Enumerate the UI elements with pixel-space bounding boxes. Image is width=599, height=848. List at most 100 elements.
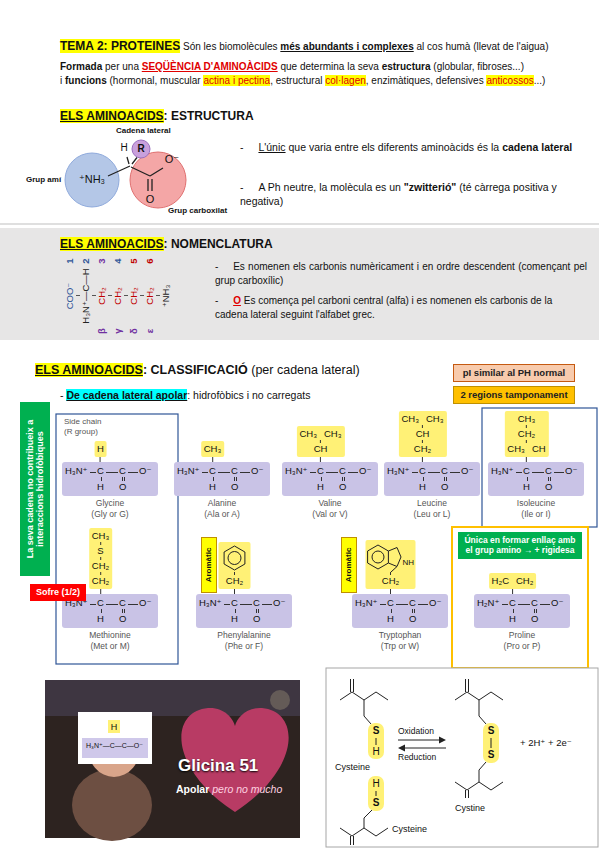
atom-label: C — [441, 465, 448, 477]
bond-line — [100, 542, 101, 545]
chemical-group: ⁺NH₃ — [160, 266, 172, 326]
amino-acid-card: CH₃CH₃CHH₃N⁺CCO⁻HOValine(Val or V) — [282, 392, 378, 526]
carbon-number: 3 — [96, 256, 108, 266]
atom-label: O⁻ — [551, 597, 563, 609]
side-chain: H — [94, 441, 107, 462]
text-paragraph: Formadaper unaSEQÜÈNCIA D'AMINOÀCIDSque … — [60, 60, 599, 88]
amino-acid-name: (Val or V) — [278, 509, 382, 520]
atom-label: C — [119, 597, 126, 609]
backbone-skeleton — [340, 692, 388, 700]
side-chain: CH₃SCH₂CH₂ — [89, 528, 113, 594]
amino-acid-name: Proline — [470, 630, 574, 641]
indole-ring — [368, 545, 389, 569]
atom-label: H₃N⁺ — [491, 465, 514, 477]
group-frame — [482, 408, 597, 527]
bond-lines — [466, 679, 492, 798]
bond-line — [101, 477, 102, 481]
chemical-group: CH₂ — [112, 266, 124, 326]
atom-label: C — [509, 597, 516, 609]
bond-line — [100, 572, 101, 575]
text-run: estructura — [382, 61, 431, 72]
text-label: S — [488, 725, 495, 737]
text-run: pero no mucho — [212, 783, 282, 795]
chemical-group: CH₂ — [226, 575, 243, 587]
chemical-group: CH₂ — [92, 575, 109, 587]
backbone-skeleton — [455, 782, 503, 790]
chemical-group: CH₃ — [507, 443, 525, 455]
bond-line — [326, 472, 338, 473]
separator-line — [0, 224, 599, 225]
side-chain: H₂CCH₂ — [489, 573, 537, 594]
text-paragraph: ELS AMINOACIDS: ESTRUCTURA — [60, 108, 480, 125]
bond-line — [548, 477, 549, 481]
atom-label: H₃N⁺ — [387, 465, 410, 477]
chemical-group: CH₃ — [401, 413, 419, 425]
amino-acid-card: HH₃N⁺CCO⁻HOGlycine(Gly or G) — [62, 392, 158, 526]
bond-lines — [351, 679, 377, 745]
bond-line — [92, 296, 96, 297]
carbon-number: 1 — [64, 256, 76, 266]
chemical-group: CH₃ — [518, 413, 536, 425]
text-run: , estructural — [270, 75, 322, 86]
atom-label: O — [409, 613, 416, 625]
atom-label: O⁻ — [273, 597, 285, 609]
atom-label: C — [409, 597, 416, 609]
formula-row: γCH₂4 — [108, 256, 124, 336]
side-chain-highlight: CH₃CH₃CHCH₂ — [398, 411, 446, 457]
panel-frame — [326, 668, 598, 847]
text-run: A Ph neutre, la molècula es un — [258, 181, 400, 193]
amino-acid-name: (Leu or L) — [380, 509, 484, 520]
carbon-number: 4 — [112, 256, 124, 266]
text-paragraph: -Es nomenen els carbonis numèricament i … — [215, 260, 587, 288]
bond-line — [502, 604, 508, 605]
formula-row: H₃N⁺—C—H2 — [76, 256, 92, 336]
bond-line — [380, 604, 386, 605]
text-run: cadena lateral — [502, 141, 572, 153]
text-label: Cysteine — [335, 762, 370, 773]
atom-label: O — [441, 481, 448, 493]
bond-line — [124, 609, 125, 613]
greek-letter: β — [96, 326, 108, 336]
amino-acid-name: Leucine — [380, 498, 484, 509]
amino-acid-card: CH₃CH₃CHCH₂H₃N⁺CCO⁻HOLeucine(Leu or L) — [384, 392, 480, 526]
bond-line — [428, 472, 440, 473]
text-run: : hidrofòbics i no carregats — [187, 389, 310, 401]
chemical-group: CH₂ — [518, 428, 535, 440]
atom-label: H — [387, 613, 394, 625]
bond-line — [534, 609, 535, 613]
amino-acid-name: Isoleucine — [484, 498, 588, 509]
indole-ring — [388, 548, 401, 567]
atom-label: H — [231, 613, 238, 625]
bond-line — [423, 477, 424, 481]
bond-line — [140, 296, 144, 297]
text-run: : NOMENCLATURA — [164, 237, 273, 251]
bond-line — [122, 477, 123, 481]
backbone-skeleton — [455, 692, 503, 700]
atom-label: C — [531, 597, 538, 609]
atom-label: H₃N⁺ — [199, 597, 222, 609]
atom-label: H₃N⁺ — [177, 465, 200, 477]
text-run: De cadena lateral apolar — [66, 389, 187, 401]
bond-line — [444, 477, 445, 481]
text-run: al cos humà (llevat de l'aigua) — [417, 41, 549, 52]
bond-line — [422, 440, 423, 443]
chemical-group: CH₃ — [299, 428, 317, 440]
side-chain-highlight — [219, 542, 251, 589]
atom-label: C — [97, 597, 104, 609]
text-label: Grup carboxilat — [168, 206, 227, 216]
atom-label: H — [419, 481, 426, 493]
bond-line — [101, 609, 102, 613]
bond-line — [526, 440, 527, 443]
text-label: Glicina 51 — [178, 756, 258, 776]
bond-line — [412, 609, 413, 613]
chemical-group: CH₂ — [92, 560, 109, 572]
chemical-group: H₂C — [492, 575, 509, 587]
bond-lines — [108, 157, 163, 191]
light-spot — [270, 690, 290, 710]
text-run: Són les biomolècules — [183, 41, 278, 52]
amino-acid-name: Alanine — [170, 498, 274, 509]
backbone-box: H₃N⁺CCO⁻HO — [174, 462, 270, 496]
bond-line — [344, 477, 345, 481]
carboxyl-group-circle — [130, 152, 186, 208]
